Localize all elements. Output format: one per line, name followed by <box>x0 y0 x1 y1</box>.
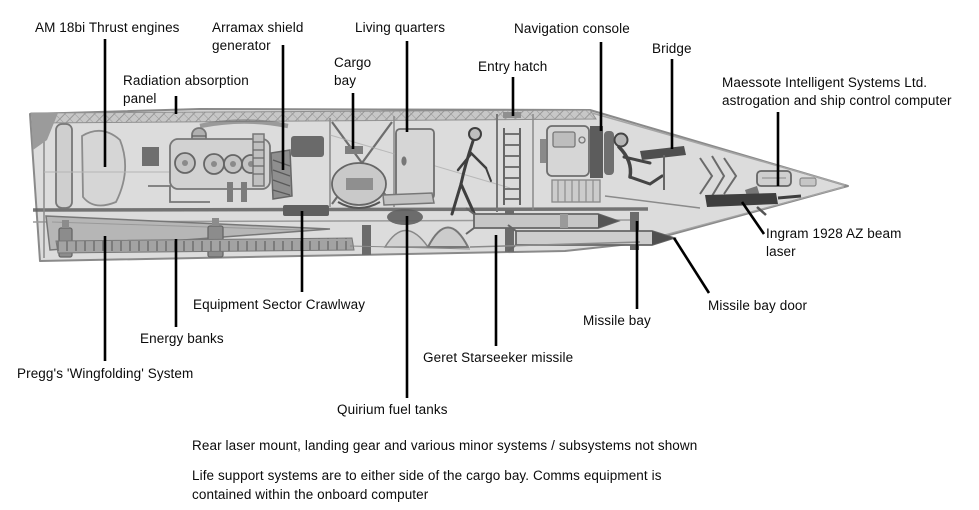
label-cargo-bay: Cargo bay <box>334 55 372 88</box>
label-missile-bay-door: Missile bay door <box>708 298 808 313</box>
label-radiation-absorption-panel: Radiation absorption panel <box>123 73 249 106</box>
label-energy-banks: Energy banks <box>140 331 224 346</box>
leader-lines <box>103 39 780 398</box>
living-quarters-sketch <box>382 128 435 206</box>
label-ingram-beam-laser: Ingram 1928 AZ beam laser <box>766 226 902 259</box>
leader-ingram-laser <box>740 201 766 235</box>
label-equipment-sector-crawlway: Equipment Sector Crawlway <box>193 297 366 312</box>
label-bridge: Bridge <box>652 41 692 56</box>
label-geret-starseeker-missile: Geret Starseeker missile <box>423 350 574 365</box>
label-am18bi-thrust-engines: AM 18bi Thrust engines <box>35 20 180 35</box>
note-systems-not-shown: Rear laser mount, landing gear and vario… <box>192 438 698 453</box>
label-preggs-wingfolding-system: Pregg's 'Wingfolding' System <box>17 366 194 381</box>
label-ship-control-computer: Maessote Intelligent Systems Ltd. astrog… <box>722 75 952 108</box>
label-arramax-shield-generator: Arramax shield generator <box>212 20 304 53</box>
crew-figure-sketch <box>450 127 492 216</box>
shield-generator-sketch <box>252 133 329 216</box>
label-quirium-fuel-tanks: Quirium fuel tanks <box>337 402 448 417</box>
navigation-console-sketch <box>532 114 603 210</box>
note-life-support-comms: Life support systems are to either side … <box>192 468 662 502</box>
engine-room-sketch <box>44 119 289 209</box>
bridge-pilot-sketch <box>604 131 701 209</box>
leader-missile-bay-door <box>672 237 711 294</box>
label-entry-hatch: Entry hatch <box>478 59 548 74</box>
label-navigation-console: Navigation console <box>514 21 630 36</box>
nose-computer-and-laser-sketch <box>699 155 817 216</box>
label-living-quarters: Living quarters <box>355 20 446 35</box>
label-missile-bay: Missile bay <box>583 313 651 328</box>
